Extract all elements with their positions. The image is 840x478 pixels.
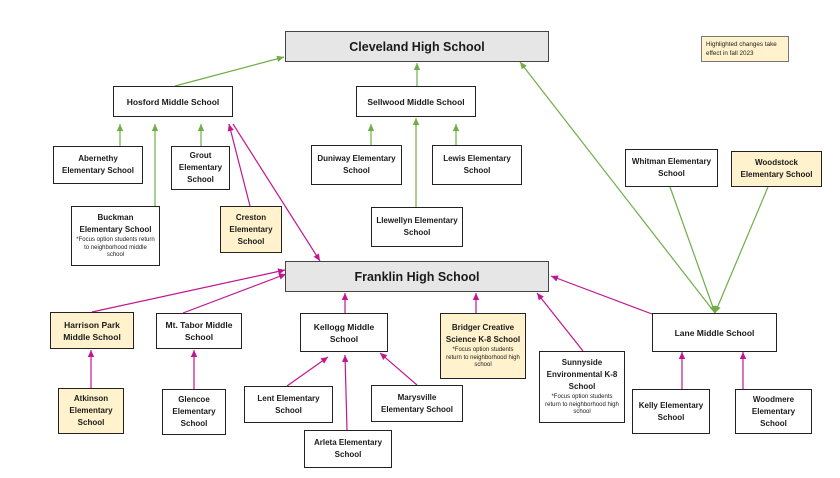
kelly-elementary-school-label: Kelly Elementary School [638,400,704,422]
glencoe-elementary-school-label: Glencoe Elementary School [172,395,216,428]
lane-to-cleveland-arrow [519,61,716,314]
whitman-to-lane-arrow [669,186,716,314]
sellwood-middle-school-label: Sellwood Middle School [367,96,465,107]
atkinson-elementary-school[interactable]: Atkinson Elementary School [58,388,124,434]
harrison-park-middle-school[interactable]: Harrison Park Middle School [50,312,134,349]
sellwood-middle-school[interactable]: Sellwood Middle School [356,86,476,117]
creston-elementary-school-label: Creston Elementary School [229,212,273,246]
creston-elementary-school[interactable]: Creston Elementary School [220,206,282,253]
sunnyside-environmental-k8-school-label: Sunnyside Environmental K-8 School [546,358,618,392]
duniway-elementary-school[interactable]: Duniway Elementary School [311,145,402,185]
llewellyn-elementary-school-label: Llewellyn Elementary School [376,216,458,237]
harrison-to-franklin-arrow [91,268,286,313]
grout-elementary-school[interactable]: Grout Elementary School [171,146,230,190]
llewellyn-elementary-school[interactable]: Llewellyn Elementary School [371,207,463,247]
cleveland-high-school-label: Cleveland High School [349,39,485,54]
woodstock-elementary-school-label: Woodstock Elementary School [740,158,813,179]
abernethy-elementary-school-label: Abernethy Elementary School [61,154,135,175]
hosford-middle-school[interactable]: Hosford Middle School [113,86,233,117]
mt-tabor-middle-school[interactable]: Mt. Tabor Middle School [156,313,242,349]
lane-to-franklin-arrow [550,275,653,315]
mt-tabor-middle-school-label: Mt. Tabor Middle School [165,320,233,342]
sunnyside-focus-option-note: *Focus option students return to neighbo… [545,394,619,416]
buckman-elementary-school-label: Buckman Elementary School [79,213,152,235]
woodmere-elementary-school[interactable]: Woodmere Elementary School [735,389,812,434]
lent-elementary-school-label: Lent Elementary School [257,393,320,415]
bridger-creative-science-k8-school-label: Bridger Creative Science K-8 School [445,323,521,345]
glencoe-elementary-school[interactable]: Glencoe Elementary School [162,389,226,435]
bridger-focus-option-note: *Focus option students return to neighbo… [446,347,520,369]
woodstock-to-lane-arrow [714,186,769,314]
cleveland-high-school[interactable]: Cleveland High School [285,31,549,62]
hosford-to-cleveland-arrow [174,55,285,87]
lane-middle-school[interactable]: Lane Middle School [652,313,777,352]
lent-elementary-school[interactable]: Lent Elementary School [244,386,333,423]
marysville-elementary-school-label: Marysville Elementary School [380,392,454,414]
harrison-park-middle-school-label: Harrison Park Middle School [63,319,121,342]
sunnyside-environmental-k8-school[interactable]: Sunnyside Environmental K-8 School *Focu… [539,351,625,423]
duniway-elementary-school-label: Duniway Elementary School [317,154,396,175]
franklin-high-school[interactable]: Franklin High School [285,261,549,292]
buckman-elementary-school[interactable]: Buckman Elementary School *Focus option … [71,206,160,266]
whitman-elementary-school[interactable]: Whitman Elementary School [625,149,718,187]
creston-to-hosford-arrow [227,123,251,207]
abernethy-elementary-school[interactable]: Abernethy Elementary School [53,146,143,184]
marysville-elementary-school[interactable]: Marysville Elementary School [371,385,463,422]
mttabor-to-franklin-arrow [182,273,287,314]
lewis-elementary-school[interactable]: Lewis Elementary School [432,145,522,185]
marysville-to-kellogg-arrow [379,352,418,386]
lane-middle-school-label: Lane Middle School [674,327,755,338]
arleta-to-kellogg-arrow [341,354,349,431]
atkinson-elementary-school-label: Atkinson Elementary School [69,394,113,427]
grout-elementary-school-label: Grout Elementary School [178,151,223,184]
kelly-elementary-school[interactable]: Kelly Elementary School [632,389,710,434]
woodmere-elementary-school-label: Woodmere Elementary School [751,394,796,428]
arleta-elementary-school[interactable]: Arleta Elementary School [304,430,392,468]
hosford-middle-school-label: Hosford Middle School [126,96,220,107]
buckman-focus-option-note: *Focus option students return to neighbo… [76,237,155,259]
franklin-high-school-label: Franklin High School [354,269,480,284]
kellogg-middle-school[interactable]: Kellogg Middle School [300,313,388,352]
woodstock-elementary-school[interactable]: Woodstock Elementary School [731,151,822,187]
arleta-elementary-school-label: Arleta Elementary School [313,438,383,459]
legend-note: Highlighted changes take effect in fall … [701,36,789,62]
sunnyside-to-franklin-arrow [536,292,584,352]
whitman-elementary-school-label: Whitman Elementary School [631,157,712,178]
lewis-elementary-school-label: Lewis Elementary School [443,154,511,175]
lent-to-kellogg-arrow [286,356,329,387]
kellogg-middle-school-label: Kellogg Middle School [313,321,375,344]
bridger-creative-science-k8-school[interactable]: Bridger Creative Science K-8 School *Foc… [440,313,526,379]
legend-text: Highlighted changes take effect in fall … [706,41,777,57]
